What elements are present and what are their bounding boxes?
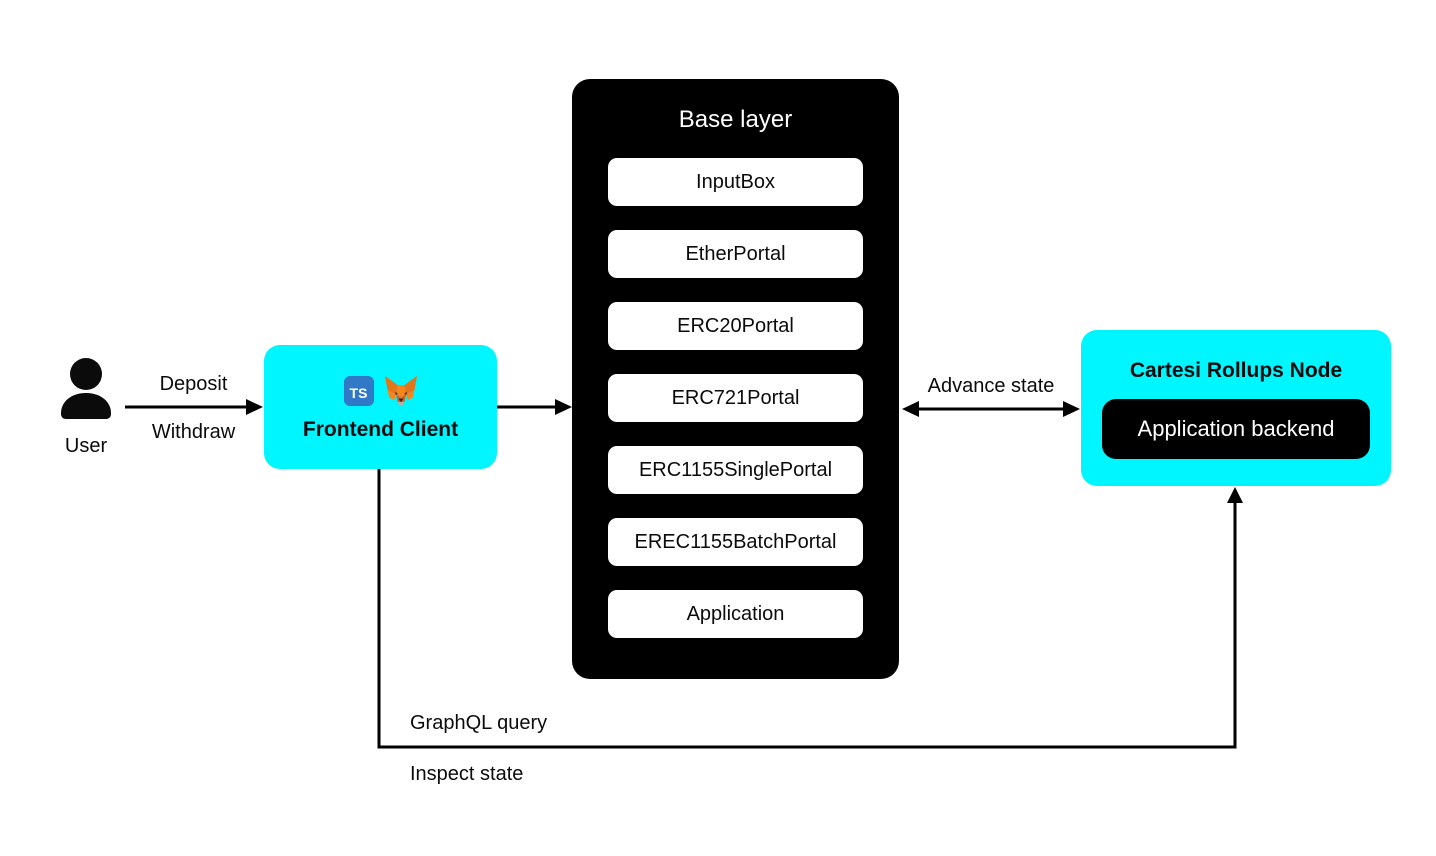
user-label: User <box>64 435 108 457</box>
contract-inputbox: InputBox <box>608 158 863 206</box>
contract-erc20portal: ERC20Portal <box>608 302 863 350</box>
metamask-icon <box>384 375 417 406</box>
withdraw-label: Withdraw <box>151 421 236 443</box>
application-backend-box: Application backend <box>1102 399 1370 459</box>
base-layer-box: Base layer InputBox EtherPortal ERC20Por… <box>572 79 899 679</box>
edge-baselayer-node <box>902 401 1080 417</box>
advance-state-label: Advance state <box>927 375 1055 397</box>
contract-erec1155batchportal: EREC1155BatchPortal <box>608 518 863 566</box>
graphql-query-label: GraphQL query <box>410 712 548 734</box>
contract-etherportal: EtherPortal <box>608 230 863 278</box>
frontend-icons: TS <box>343 374 418 408</box>
contract-erc721portal: ERC721Portal <box>608 374 863 422</box>
frontend-client-label: Frontend Client <box>302 418 459 441</box>
cartesi-rollups-node-title: Cartesi Rollups Node <box>1129 359 1343 382</box>
edge-frontend-node-inspect <box>377 469 1243 749</box>
contract-erc1155singleportal: ERC1155SinglePortal <box>608 446 863 494</box>
edge-frontend-baselayer <box>497 399 572 415</box>
base-layer-title: Base layer <box>678 106 793 133</box>
user-icon <box>61 358 111 419</box>
deposit-label: Deposit <box>159 373 228 395</box>
frontend-client-box: TS Frontend Client <box>264 345 497 469</box>
cartesi-rollups-node-box: Cartesi Rollups Node Application backend <box>1081 330 1391 486</box>
inspect-state-label: Inspect state <box>410 763 524 785</box>
base-layer-contracts: InputBox EtherPortal ERC20Portal ERC721P… <box>608 158 863 638</box>
contract-application: Application <box>608 590 863 638</box>
typescript-icon: TS <box>343 376 374 406</box>
edge-user-frontend <box>125 399 263 415</box>
